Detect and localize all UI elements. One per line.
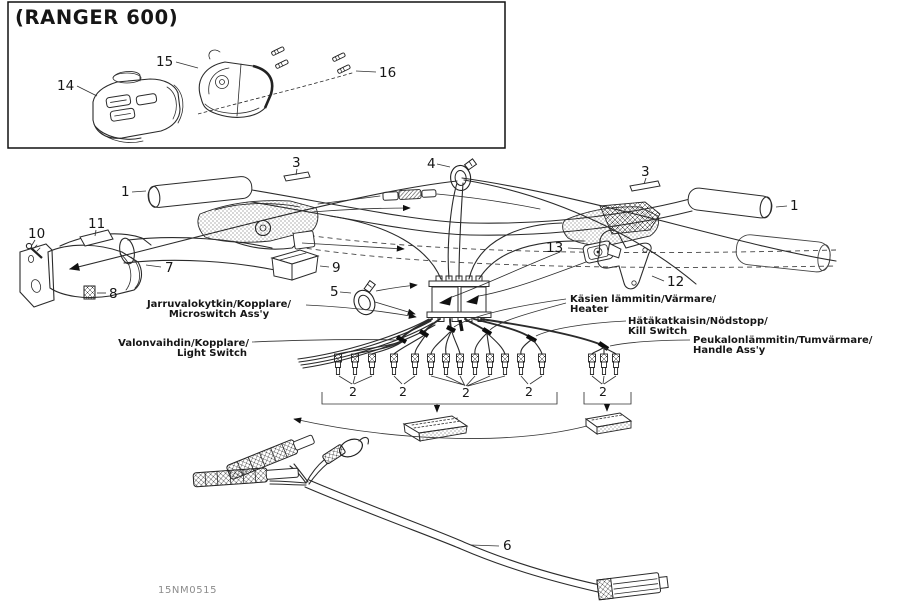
callout-2c: 2: [462, 385, 470, 400]
main-harness: [192, 434, 669, 601]
bullet-terminals: [334, 353, 620, 375]
cable-tie-mid: [348, 279, 380, 320]
callout-10: 10: [28, 226, 45, 242]
terminal-group-lines: [338, 375, 617, 387]
callout-9: 9: [332, 260, 341, 276]
cable-tie-top: [443, 153, 479, 196]
callout-2a: 2: [349, 384, 357, 399]
label-heater-2: Heater: [570, 304, 608, 315]
callout-11: 11: [88, 216, 105, 232]
inset-title: (RANGER 600): [15, 6, 178, 29]
callout-1-right: 1: [790, 198, 799, 214]
callout-1-left: 1: [121, 184, 130, 200]
callout-3-right: 3: [641, 164, 650, 180]
screws-drawing: [197, 46, 353, 115]
label-microswitch-2: Microswitch Ass'y: [169, 309, 270, 320]
label-lightswitch-2: Light Switch: [177, 348, 247, 359]
handlebar: [119, 189, 837, 273]
cable-adjuster: [382, 189, 437, 201]
label-heater-1: Käsien lämmitin/Värmare/: [570, 294, 716, 305]
callout-15: 15: [156, 54, 173, 70]
group-brackets: [321, 392, 632, 413]
label-lightswitch-1: Valonvaihdin/Kopplare/: [118, 338, 249, 349]
pad-part: [79, 229, 114, 247]
kill-switch-button: [582, 240, 622, 264]
housing-cover-drawing: [198, 49, 274, 118]
harness-bottom-wires: [297, 318, 617, 369]
callout-2e: 2: [599, 384, 607, 399]
harness-connector-2: [192, 467, 299, 488]
inset-border: [7, 1, 506, 149]
inset-callouts: 14 15 16: [57, 54, 396, 97]
bushing-part: [83, 285, 96, 300]
callout-4: 4: [427, 156, 436, 172]
callout-8: 8: [109, 286, 118, 302]
label-killswitch-1: Hätäkatkaisin/Nödstopp/: [628, 316, 768, 327]
connector-block-small: [584, 412, 633, 435]
left-grip: [147, 176, 253, 208]
block-reference-line: [293, 417, 588, 439]
dimmer-block: [270, 249, 320, 281]
callout-16: 16: [379, 65, 396, 81]
label-microswitch-1: Jarruvalokytkin/Kopplare/: [146, 299, 291, 310]
label-handle-1: Peukalonlämmitin/Tumvärmare/: [693, 335, 873, 346]
right-grip: [687, 187, 773, 219]
phantom-grip: [735, 234, 831, 273]
component-labels: Jarruvalokytkin/Kopplare/ Microswitch As…: [118, 294, 873, 359]
drawing-code: 15NM0515: [158, 585, 217, 596]
callout-6: 6: [503, 538, 512, 554]
junction-connector: [426, 275, 492, 332]
clip-right: [629, 180, 661, 192]
callout-12: 12: [667, 274, 684, 290]
clip-left: [283, 171, 311, 182]
callout-7: 7: [165, 260, 174, 276]
screw-part: [25, 242, 43, 259]
callouts: 1 1 3 3 4 5 6 7 8 9 10 11 12 13: [28, 155, 799, 554]
callout-5: 5: [330, 284, 339, 300]
label-handle-2: Handle Ass'y: [693, 345, 766, 356]
callout-2b: 2: [399, 384, 407, 399]
callout-13: 13: [546, 240, 563, 256]
harness-end-connector: [596, 572, 669, 601]
harness-connector-3: [322, 436, 369, 465]
inset-panel: (RANGER 600): [7, 1, 506, 149]
callout-14: 14: [57, 78, 74, 94]
left-switch-housing: [197, 189, 541, 250]
brake-lever-assembly: [19, 229, 152, 308]
callout-3-left: 3: [292, 155, 301, 171]
label-killswitch-2: Kill Switch: [628, 326, 687, 337]
harness-top-wires: [68, 177, 837, 298]
callout-2d: 2: [525, 384, 533, 399]
switch-housing-drawing: [92, 71, 184, 143]
